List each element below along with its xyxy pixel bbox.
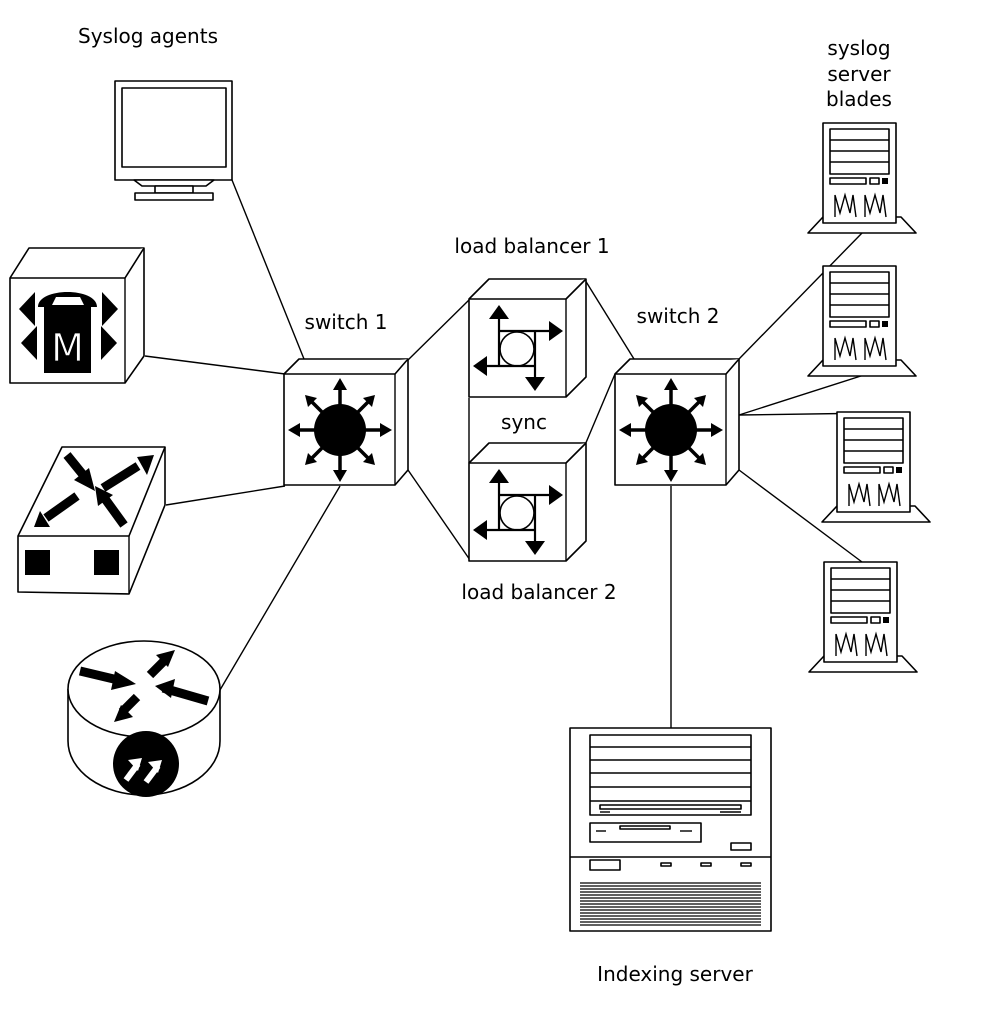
- link-switch1-lb1: [407, 298, 471, 361]
- link-switch1-lb2: [407, 469, 471, 561]
- switch-1-icon: [282, 357, 410, 487]
- load-balancer-1-label: load balancer 1: [454, 234, 609, 258]
- load-balancer-1-icon: [467, 277, 588, 399]
- syslog-server-blades-label-line3: blades: [826, 87, 892, 111]
- indexing-server-label: Indexing server: [597, 962, 753, 986]
- link-workgroup-switch1: [165, 485, 286, 506]
- link-lb1-switch2: [584, 279, 635, 360]
- link-switch2-blade4: [738, 469, 863, 563]
- link-router-switch1: [219, 485, 341, 691]
- load-balancer-2-icon: [467, 441, 588, 563]
- switch-2-icon: [613, 357, 741, 487]
- link-lb2-switch2: [584, 373, 616, 446]
- syslog-agents-label: Syslog agents: [78, 24, 218, 48]
- blade-server-1-icon: [807, 122, 917, 234]
- syslog-server-blades-label-line1: syslog: [827, 36, 890, 60]
- connections: [144, 179, 878, 728]
- workgroup-switch-icon: [17, 446, 166, 595]
- monitor-icon: [114, 80, 233, 201]
- switch-1-label: switch 1: [305, 310, 388, 334]
- blade-server-3-icon: [821, 411, 931, 523]
- svg-text:M: M: [51, 326, 84, 370]
- link-phone-switch1: [144, 355, 286, 375]
- sync-label: sync: [501, 410, 547, 434]
- syslog-server-blades-label-line2: server: [827, 62, 891, 86]
- indexing-server-icon: [569, 727, 772, 932]
- load-balancer-2-label: load balancer 2: [461, 580, 616, 604]
- switch-2-label: switch 2: [637, 304, 720, 328]
- blade-server-4-icon: [808, 561, 918, 673]
- blade-server-2-icon: [807, 265, 917, 377]
- link-switch2-blade1: [738, 231, 864, 360]
- phone-switch-icon: M: [9, 247, 145, 384]
- router-icon: [67, 640, 221, 797]
- link-monitor-switch1: [231, 179, 305, 360]
- link-switch2-blade2: [738, 374, 865, 416]
